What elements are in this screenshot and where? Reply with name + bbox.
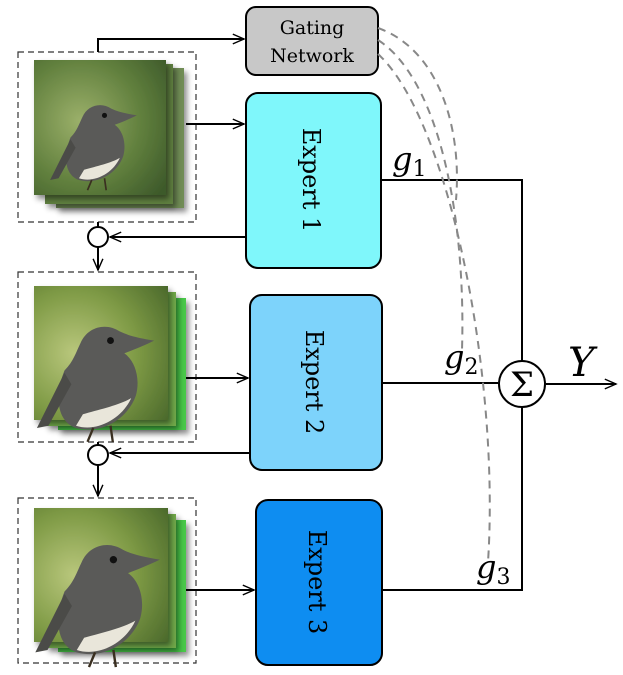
image-stack-1 bbox=[17, 51, 197, 223]
expert-1: Expert 1 bbox=[245, 92, 382, 269]
expert-2: Expert 2 bbox=[249, 294, 383, 471]
expert-3-label: Expert 3 bbox=[303, 530, 331, 635]
image-stack-3 bbox=[17, 497, 197, 669]
summation-node: Σ bbox=[498, 360, 546, 408]
gate-3-subscript: 3 bbox=[496, 565, 510, 590]
output-label: Y bbox=[568, 340, 598, 386]
gate-2-symbol: g bbox=[444, 338, 464, 376]
gating-weight-curves bbox=[377, 27, 491, 563]
expert-3-box bbox=[255, 499, 383, 666]
gate-label-2: g2 bbox=[444, 338, 478, 380]
gate-1-symbol: g bbox=[392, 140, 412, 178]
expert-1-label: Expert 1 bbox=[297, 128, 325, 233]
output-paths bbox=[381, 179, 616, 591]
line-expert3-to-sum bbox=[382, 406, 523, 591]
image-stack-2 bbox=[17, 271, 197, 443]
junction-circle-2 bbox=[87, 444, 109, 466]
gate-3-symbol: g bbox=[476, 548, 496, 586]
gating-network: Gating Network bbox=[245, 6, 379, 76]
gate-label-3: g3 bbox=[476, 548, 510, 590]
feedback-paths bbox=[87, 222, 250, 496]
expert-2-label: Expert 2 bbox=[300, 330, 328, 435]
gate-2-subscript: 2 bbox=[464, 355, 478, 380]
line-expert1-to-sum bbox=[381, 179, 523, 362]
gating-curve-2 bbox=[377, 39, 464, 351]
expert-3: Expert 3 bbox=[255, 499, 383, 666]
gating-label-line1: Gating bbox=[280, 17, 345, 39]
junction-circle-1 bbox=[87, 226, 109, 248]
gating-curve-3 bbox=[377, 53, 491, 563]
input-arrows bbox=[97, 39, 254, 590]
arrow-image-to-gating bbox=[97, 39, 244, 52]
dashed-frame-2 bbox=[17, 271, 197, 443]
dashed-frame-1 bbox=[17, 51, 197, 223]
dashed-frame-3 bbox=[17, 497, 197, 664]
sum-circle bbox=[498, 360, 546, 408]
gating-label-line2: Network bbox=[270, 45, 354, 67]
gate-label-1: g1 bbox=[392, 140, 426, 182]
gate-1-subscript: 1 bbox=[412, 157, 426, 182]
sum-symbol: Σ bbox=[510, 365, 534, 405]
